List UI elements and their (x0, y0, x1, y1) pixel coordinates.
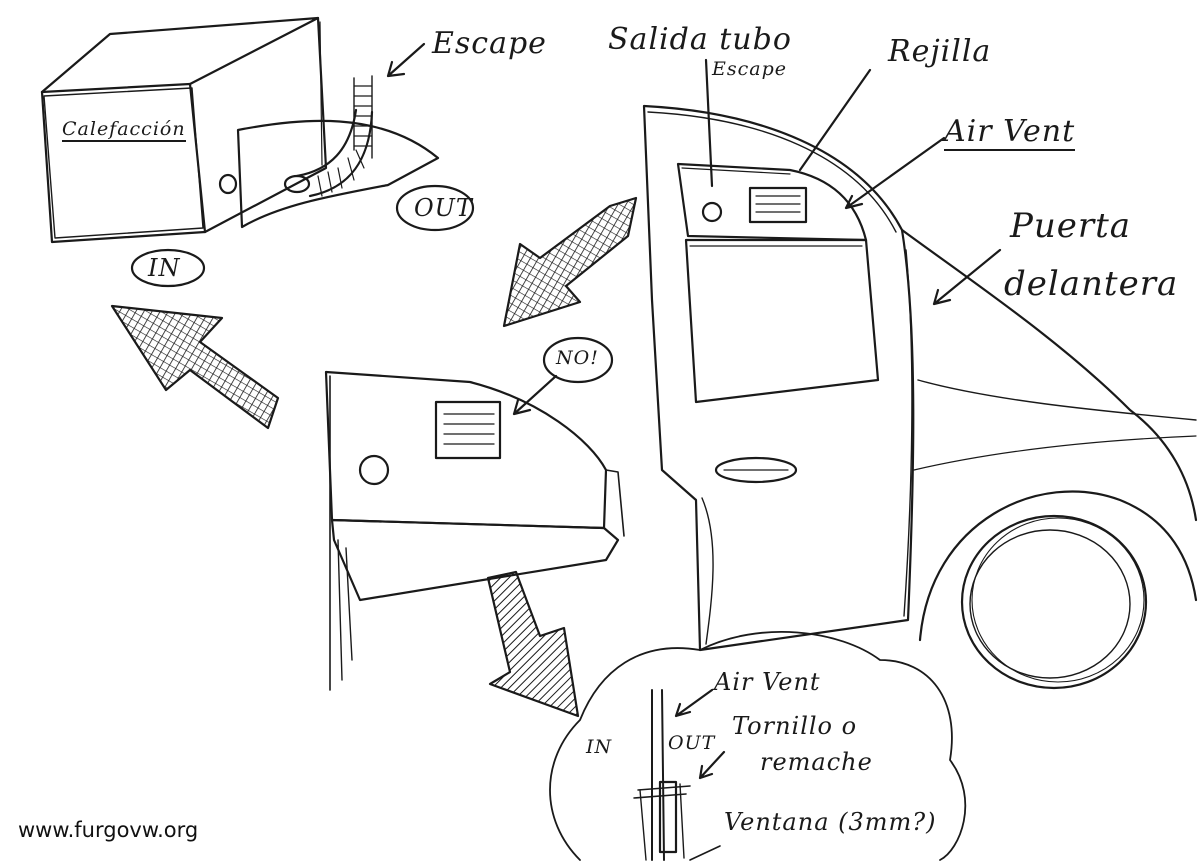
air-vent-pointer (844, 136, 946, 210)
label-out-detail: OUT (668, 732, 716, 754)
label-calefaccion: Calefacción (62, 118, 186, 142)
label-salida-tubo: Salida tubo (608, 22, 792, 57)
detail-cloud (549, 631, 967, 861)
van-door (642, 104, 915, 652)
label-in-box: IN (148, 254, 181, 282)
label-in-detail: IN (586, 736, 613, 758)
arrow-down-to-detail (486, 570, 580, 718)
air-vent-detail-arrow (674, 688, 714, 718)
label-air-vent-bottom: Air Vent (714, 668, 821, 696)
van-body (900, 228, 1198, 690)
label-out-box: OUT (414, 194, 473, 222)
salida-pointer (704, 58, 714, 188)
escape-arrow (386, 42, 426, 78)
label-salida-escape: Escape (712, 58, 787, 80)
label-ventana: Ventana (3mm?) (724, 808, 937, 836)
puerta-pointer (932, 248, 1002, 306)
window-cross-section (633, 689, 721, 861)
out-ellipse (395, 184, 475, 232)
rejilla-pointer (798, 68, 872, 172)
label-remache: remache (760, 748, 873, 776)
no-ellipse (542, 336, 614, 384)
no-arrow (512, 374, 558, 416)
label-puerta: Puerta (1010, 206, 1132, 246)
in-ellipse (130, 248, 206, 288)
label-escape: Escape (432, 26, 547, 61)
label-tornillo: Tornillo o (732, 712, 858, 740)
label-air-vent-top: Air Vent (944, 114, 1076, 151)
arrow-from-door (502, 196, 638, 328)
arrow-to-heater (110, 304, 280, 430)
watermark: www.furgovw.org (18, 818, 199, 842)
label-no: NO! (556, 347, 599, 369)
tornillo-arrow (698, 750, 726, 780)
heater-duct (236, 75, 440, 229)
label-rejilla: Rejilla (888, 34, 992, 69)
heater-box (40, 16, 328, 244)
vent-piece-detail (324, 370, 625, 691)
label-delantera: delantera (1004, 264, 1179, 304)
